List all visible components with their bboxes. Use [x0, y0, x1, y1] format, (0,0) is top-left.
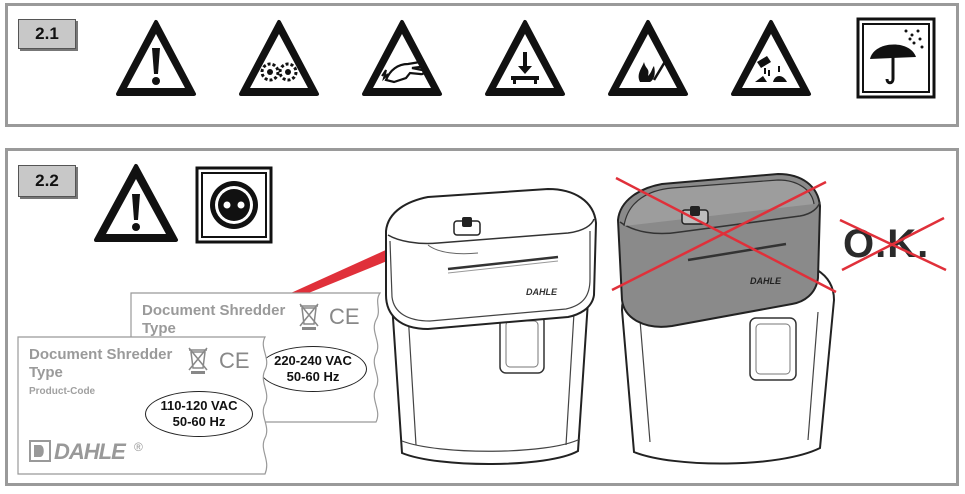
general-warning-icon [116, 20, 196, 96]
general-warning-icon [94, 164, 178, 242]
hand-injury-icon [362, 20, 442, 96]
wall-socket-icon [195, 166, 273, 244]
voltage-value: 110-120 VAC [160, 398, 238, 413]
voltage-ellipse-230v: 220-240 VAC 50-60 Hz [259, 346, 367, 392]
label-type: Type [29, 364, 63, 381]
type-label-120v: Document Shredder Type Product-Code CE D… [17, 336, 272, 476]
registered-mark: ® [134, 440, 143, 454]
shredder-brand: DAHLE [526, 287, 558, 297]
flammable-icon [608, 20, 688, 96]
shredder-brand: DAHLE [750, 276, 782, 286]
ce-mark: CE [329, 304, 360, 329]
label-title: Document Shredder [142, 302, 286, 319]
falling-object-icon [485, 20, 565, 96]
frequency-value: 50-60 Hz [286, 369, 340, 384]
dahle-logo-icon [29, 440, 51, 462]
label-title: Document Shredder [29, 346, 173, 363]
voltage-ellipse-120v: 110-120 VAC 50-60 Hz [145, 391, 253, 437]
shredder-incorrect-illustration: DAHLE [611, 172, 837, 465]
keep-dry-umbrella-icon [856, 17, 936, 99]
frequency-value: 50-60 Hz [172, 414, 226, 429]
brand-logo: DAHLE [54, 439, 126, 464]
gears-entanglement-icon [239, 20, 319, 96]
shredder-correct-illustration: DAHLE [385, 187, 598, 465]
prohibition-cross [839, 216, 947, 272]
ce-mark: CE [219, 348, 250, 373]
voltage-value: 220-240 VAC [274, 353, 352, 368]
corrosive-chemical-icon [731, 20, 811, 96]
product-code-label: Product-Code [29, 386, 96, 397]
section-badge: 2.2 [18, 165, 76, 197]
label-location-pointer [282, 249, 392, 303]
section-badge: 2.1 [18, 19, 76, 49]
weee-bin-icon [299, 303, 319, 330]
label-type: Type [142, 320, 176, 337]
weee-bin-icon [188, 347, 208, 374]
